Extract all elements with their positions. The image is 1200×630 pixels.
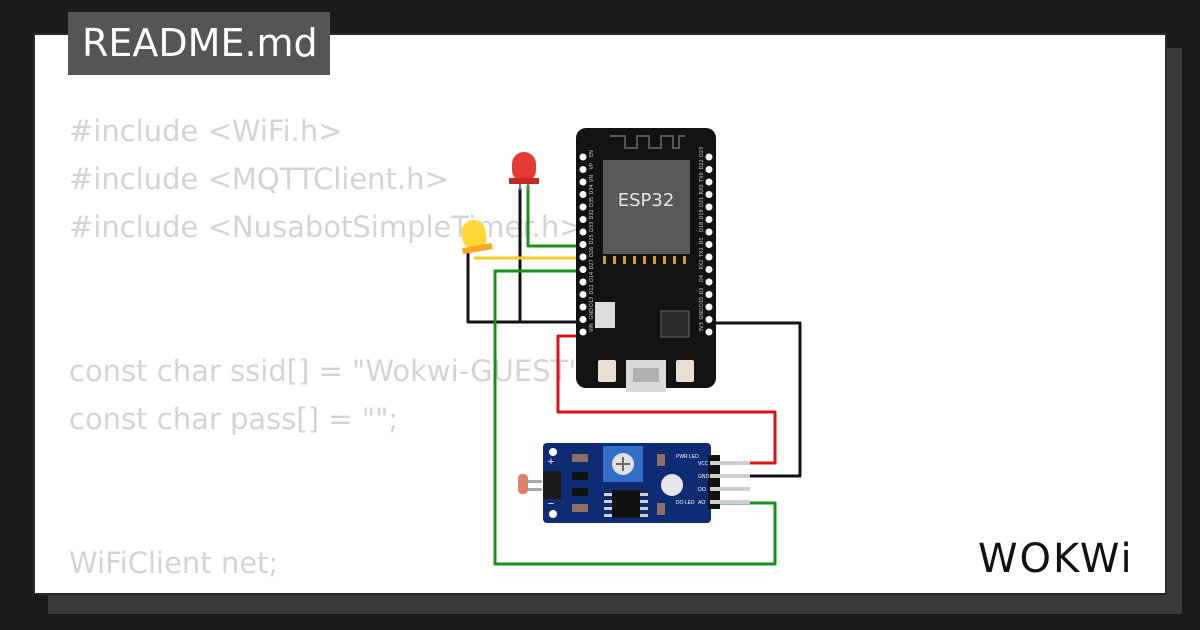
usb-chip [660, 310, 690, 338]
board-pin[interactable] [579, 203, 587, 211]
wire-black-gnd [714, 321, 802, 478]
board-pin[interactable] [579, 178, 587, 186]
pin-label: D25 [589, 234, 595, 244]
plus-symbol: + [548, 456, 554, 468]
wire-green-red-led [526, 185, 582, 248]
pin-label: D14 [589, 272, 595, 282]
board-pin[interactable] [705, 203, 713, 211]
pin-label: D27 [589, 259, 595, 269]
wokwi-logo: WOKWi [978, 536, 1134, 582]
pin-gnd: GND [698, 474, 710, 480]
pin-label: D2 [699, 287, 705, 294]
red-led[interactable] [509, 152, 539, 190]
pin-label: D22 [699, 159, 705, 169]
regulator-chip [595, 302, 615, 328]
wires [466, 185, 802, 566]
pin-ao: AO [698, 500, 705, 506]
board-pin[interactable] [705, 316, 713, 323]
code-line: const char pass[] = ""; [69, 402, 399, 436]
board-pin[interactable] [579, 228, 587, 236]
pin-label: GND [589, 308, 595, 320]
board-pin[interactable] [705, 153, 713, 161]
pin-label: D19 [699, 209, 705, 219]
do-led [661, 474, 683, 496]
code-line: #include <MQTTClient.h> [69, 162, 449, 196]
pin-label: D5 [699, 237, 705, 244]
board-pin[interactable] [579, 278, 587, 286]
wire-green-do [493, 269, 777, 566]
board-pin[interactable] [579, 241, 587, 248]
board-pin[interactable] [579, 253, 587, 261]
yellow-led[interactable] [460, 218, 493, 255]
pin-label: D18 [699, 222, 705, 232]
pin-label: D34 [589, 184, 595, 194]
pin-label: 3V3 [699, 322, 705, 332]
pin-label: VN [589, 175, 595, 182]
esp32-module [603, 160, 690, 254]
board-pin[interactable] [579, 316, 587, 323]
board-pin[interactable] [579, 328, 587, 336]
pin-label: D21 [699, 197, 705, 207]
comparator-ic [612, 490, 640, 518]
board-pin[interactable] [705, 328, 713, 336]
board-pin[interactable] [705, 266, 713, 273]
boot-button[interactable] [598, 360, 616, 382]
wire-red-vcc [556, 334, 777, 465]
readme-file-tab[interactable]: README.md [68, 12, 330, 75]
pin-label: D26 [589, 247, 595, 257]
pin-label: D4 [699, 275, 705, 282]
code-line: WiFiClient net; [69, 546, 279, 580]
board-pin[interactable] [579, 166, 587, 173]
wire-black-yellow-led [466, 252, 520, 324]
code-line: #include <WiFi.h> [69, 114, 343, 148]
photoresistor [518, 474, 528, 494]
ldr-sensor-module[interactable]: + − PWR LED DO LED [518, 443, 750, 523]
esp32-board[interactable]: ESP32 ENVPVND34D35D32D33D25D26D27D14D12D… [576, 128, 716, 392]
pin-label: TX2 [699, 247, 705, 258]
board-pin[interactable] [579, 216, 587, 223]
pin-label: RX2 [699, 259, 705, 269]
pin-label: D33 [589, 222, 595, 232]
pin-label: D12 [589, 284, 595, 294]
pin-label: D15 [699, 297, 705, 307]
board-pin[interactable] [705, 241, 713, 248]
board-pin[interactable] [579, 191, 587, 198]
pin-label: RX0 [699, 184, 705, 194]
board-pin[interactable] [705, 166, 713, 173]
board-pin[interactable] [705, 191, 713, 198]
pin-label: D13 [589, 297, 595, 307]
pin-label: GND [699, 308, 705, 320]
svg-text:WOKWi: WOKWi [978, 536, 1134, 582]
pin-label: VP [589, 163, 595, 169]
pin-label: VIN [589, 323, 595, 332]
board-pin[interactable] [705, 216, 713, 223]
board-pin[interactable] [705, 253, 713, 261]
reset-button[interactable] [676, 360, 694, 382]
board-pin[interactable] [579, 153, 587, 161]
code-line: const char ssid[] = "Wokwi-GUEST"; [69, 354, 592, 388]
board-pin[interactable] [705, 303, 713, 311]
board-pin[interactable] [705, 228, 713, 236]
pin-do: DO [698, 487, 706, 493]
pin-label: D35 [589, 197, 595, 207]
pin-label: D32 [589, 209, 595, 219]
pin-vcc: VCC [698, 461, 709, 467]
pin-label: D23 [699, 147, 705, 157]
do-led-label: DO LED [676, 500, 695, 506]
board-pin[interactable] [705, 178, 713, 186]
pwr-led-label: PWR LED [676, 454, 699, 460]
pin-label: EN [589, 150, 595, 157]
board-pin[interactable] [579, 266, 587, 273]
minus-symbol: − [548, 498, 554, 510]
board-pin[interactable] [579, 303, 587, 311]
board-label: ESP32 [618, 190, 675, 211]
board-pin[interactable] [705, 291, 713, 298]
pin-label: TX0 [699, 172, 705, 183]
board-pin[interactable] [579, 291, 587, 298]
board-pin[interactable] [705, 278, 713, 286]
